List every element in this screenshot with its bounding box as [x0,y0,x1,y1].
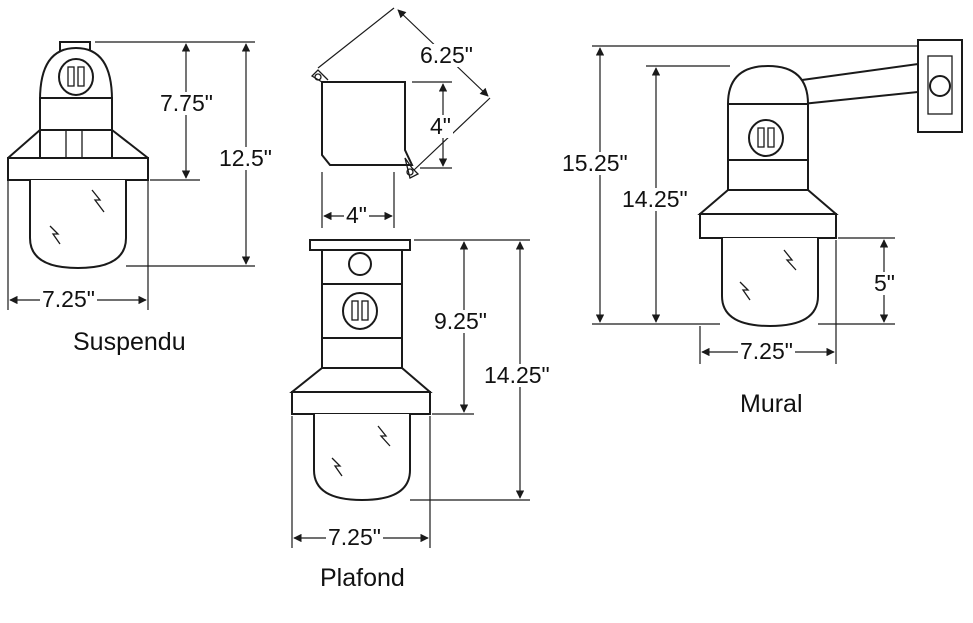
suspendu-fixture [7,41,255,310]
suspendu-dim-total-height: 12.5" [217,145,274,171]
plafond-dim-total-height: 14.25" [482,362,552,388]
box-dim-diagonal: 6.25" [418,42,475,68]
mural-dim-width: 7.25" [738,338,795,364]
plafond-lightning-icon [331,457,343,477]
mural-fixture [592,39,963,364]
mural-caption: Mural [740,390,803,418]
box-dim-width: 4" [344,202,369,228]
mural-dim-globe-height: 5" [872,270,897,296]
plafond-dim-width: 7.25" [326,524,383,550]
plafond-lightning-icon [377,425,391,447]
box-dim-side: 4" [428,113,453,139]
mural-lightning-icon [739,281,751,301]
suspendu-caption: Suspendu [73,328,186,356]
plafond-dim-body-height: 9.25" [432,308,489,334]
mural-dim-body-height: 14.25" [620,186,690,212]
mural-lightning-icon [783,249,797,271]
suspendu-dim-body-height: 7.75" [158,90,215,116]
suspendu-lightning-icon [91,189,105,213]
mural-dim-total-height: 15.25" [560,150,630,176]
plafond-fixture [289,239,530,548]
mural-junction-box-icon [748,119,784,157]
suspendu-lightning-icon [49,225,61,245]
suspendu-junction-box-icon [58,58,94,96]
plafond-caption: Plafond [320,564,405,592]
plafond-junction-box-icon [342,292,378,330]
box-plate [310,7,491,228]
suspendu-dim-width: 7.25" [40,286,97,312]
